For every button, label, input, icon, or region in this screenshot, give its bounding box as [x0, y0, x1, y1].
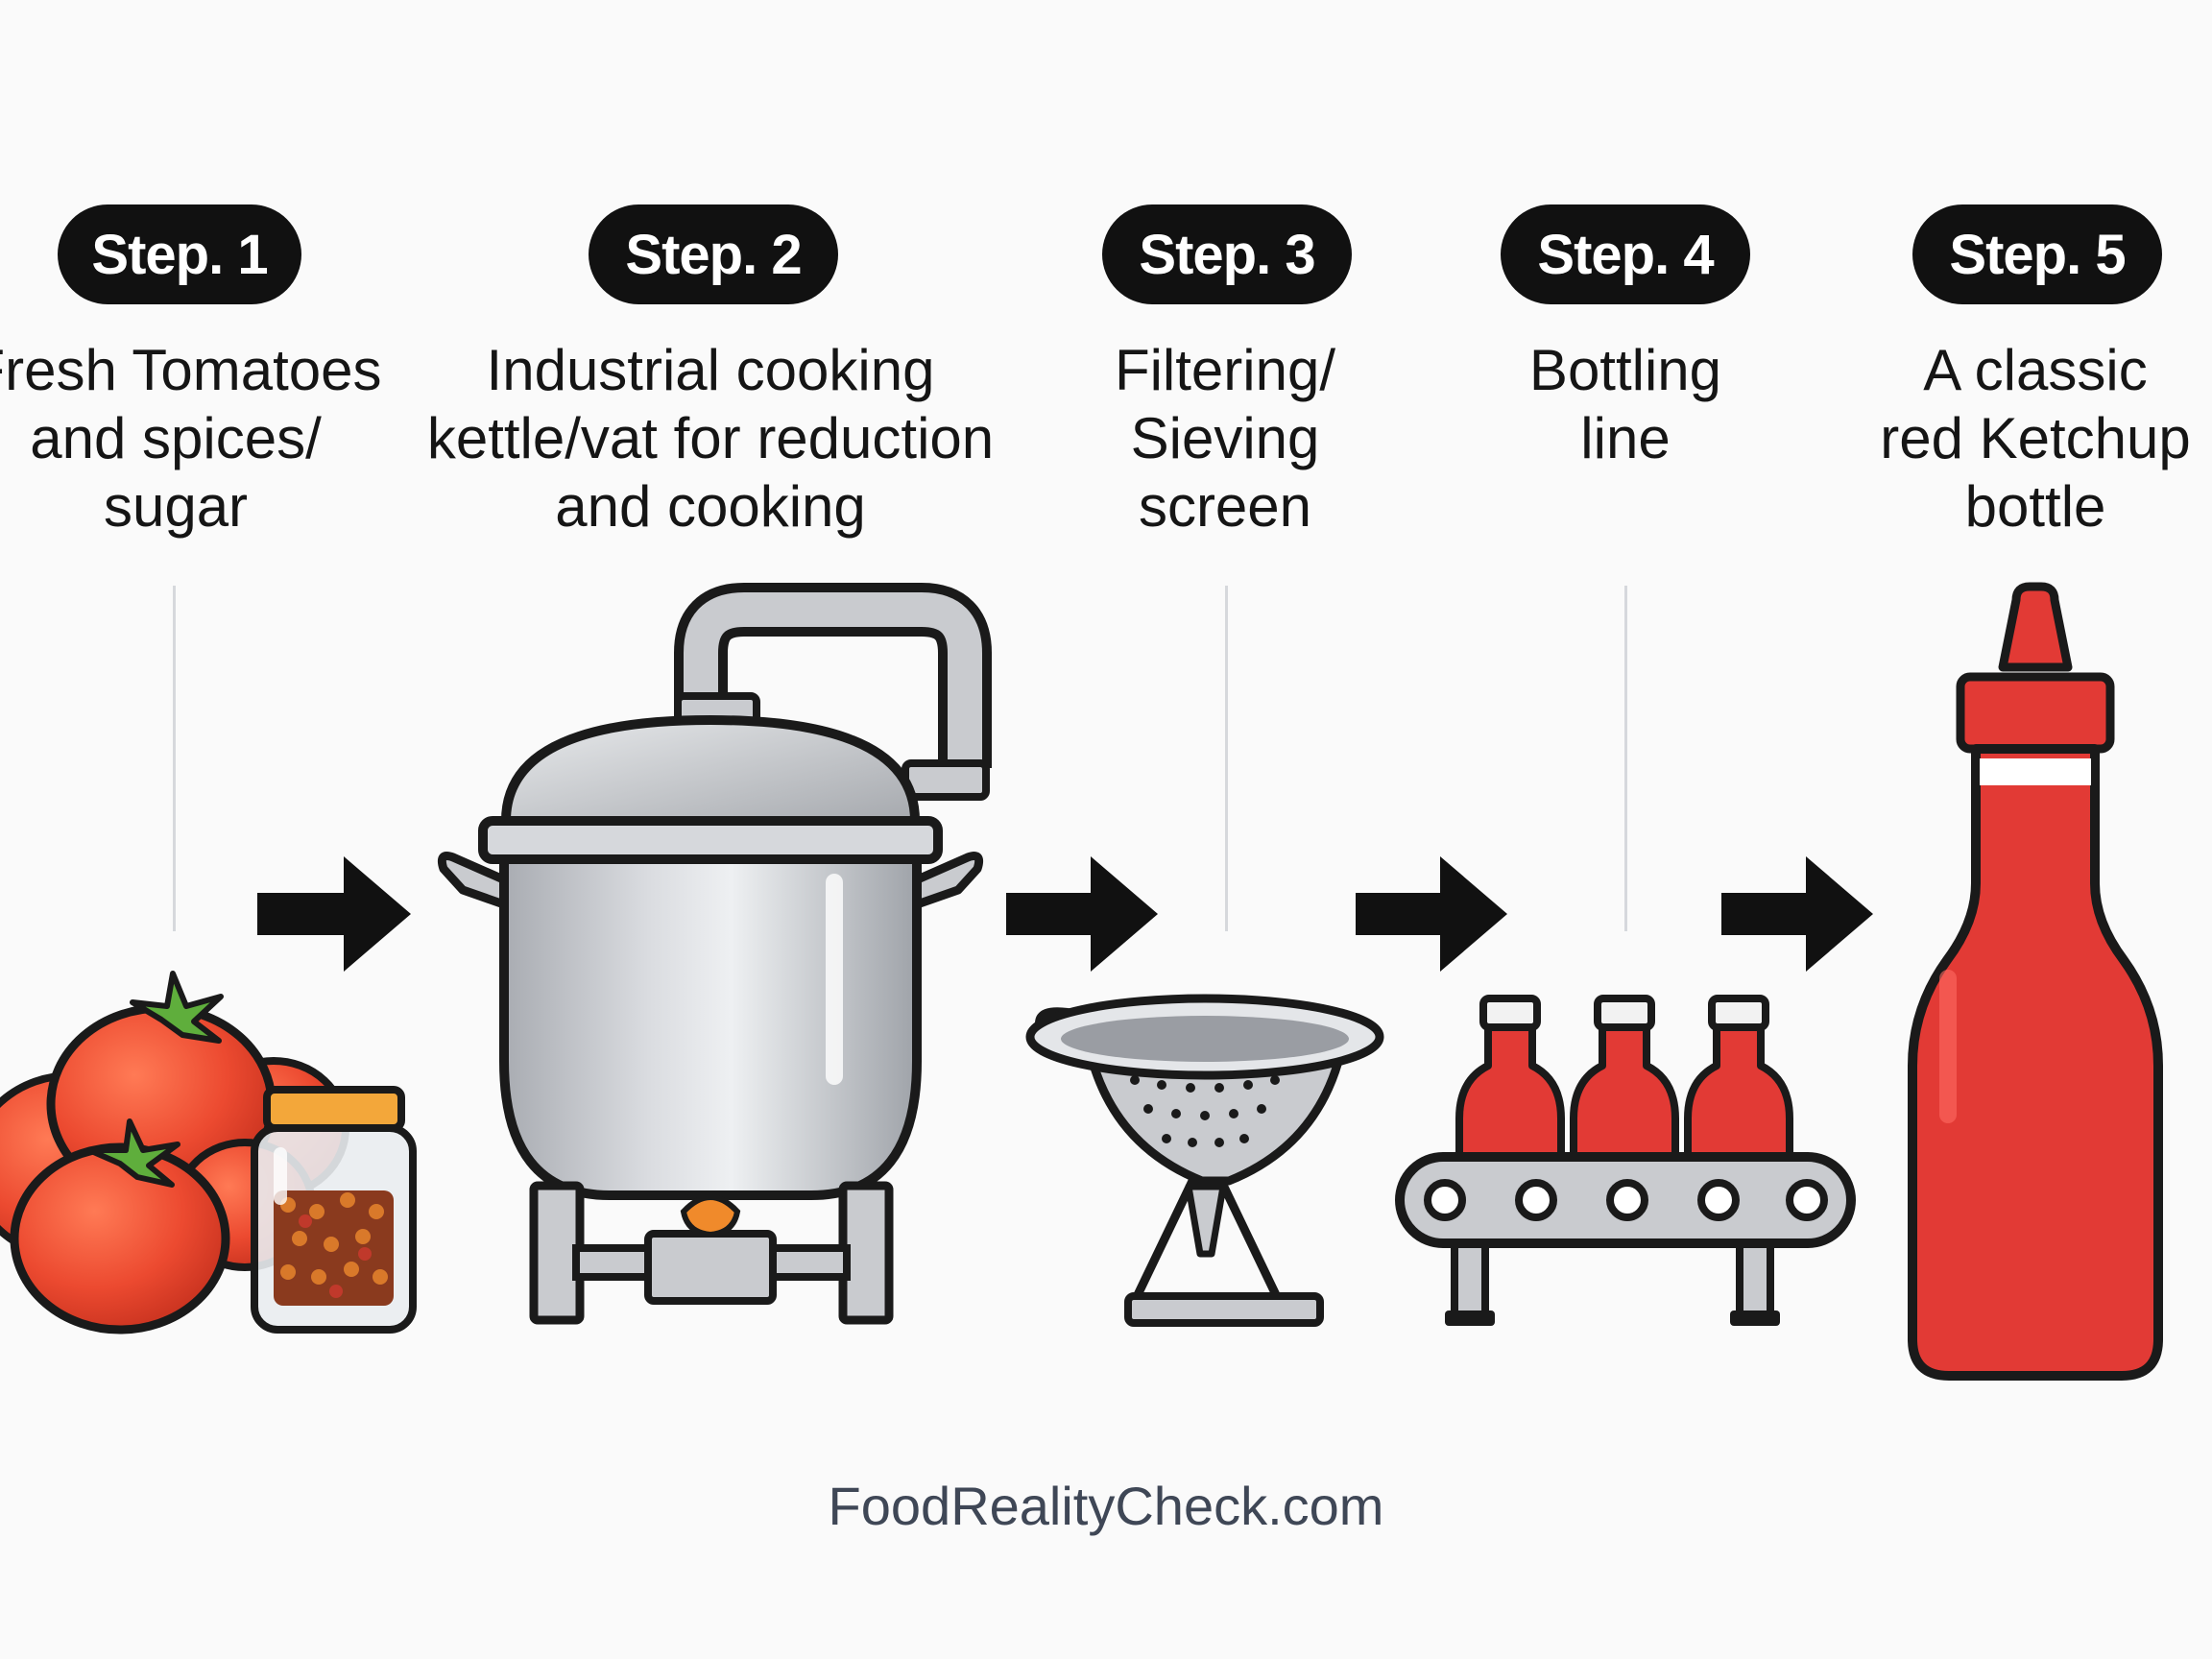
step-5-badge: Step. 5 — [1912, 204, 2162, 304]
step-5-caption: A classic red Ketchup bottle — [1728, 336, 2212, 541]
step-1-caption: Fresh Tomatoes and spices/ sugar — [0, 336, 483, 541]
footer-website: FoodRealityCheck.com — [828, 1476, 1384, 1536]
caption-line: red Ketchup — [1880, 406, 2191, 470]
caption-line: Bottling — [1528, 338, 1722, 402]
caption-line: Fresh Tomatoes — [0, 338, 382, 402]
caption-line: kettle/vat for reduction — [426, 406, 995, 470]
caption-line: sugar — [103, 474, 249, 539]
step-3-badge: Step. 3 — [1102, 204, 1352, 304]
arrow-right-icon — [1006, 856, 1158, 972]
caption-line: and spices/ — [30, 406, 322, 470]
sieve-icon — [1025, 994, 1384, 1327]
caption-line: and cooking — [555, 474, 866, 539]
step-2-caption: Industrial cooking kettle/vat for reduct… — [403, 336, 1018, 541]
step-4-caption: Bottling line — [1318, 336, 1933, 472]
conveyor-belt-icon — [1395, 1152, 1856, 1326]
caption-line: Filtering/ — [1114, 338, 1336, 402]
step-4-badge: Step. 4 — [1501, 204, 1750, 304]
step-1-badge: Step. 1 — [58, 204, 301, 304]
spice-jar-icon — [251, 1086, 417, 1334]
tomato-icon — [10, 1118, 230, 1334]
caption-line: A classic — [1923, 338, 2148, 402]
cooking-kettle-icon — [437, 583, 992, 1325]
arrow-right-icon — [257, 856, 411, 972]
caption-line: screen — [1138, 474, 1312, 539]
bottling-line-icon — [1395, 995, 1856, 1326]
divider-line — [1225, 586, 1228, 931]
arrow-right-icon — [1721, 856, 1873, 972]
arrow-right-icon — [1356, 856, 1507, 972]
caption-line: line — [1580, 406, 1671, 470]
divider-line — [1624, 586, 1627, 931]
caption-line: bottle — [1964, 474, 2106, 539]
tomatoes-and-spice-jar-icon — [0, 971, 417, 1334]
caption-line: Industrial cooking — [486, 338, 935, 402]
step-3-caption: Filtering/ Sieving screen — [918, 336, 1532, 541]
divider-line — [173, 586, 176, 931]
caption-line: Sieving — [1130, 406, 1320, 470]
step-2-badge: Step. 2 — [589, 204, 838, 304]
ketchup-bottle-icon — [1908, 582, 2163, 1381]
